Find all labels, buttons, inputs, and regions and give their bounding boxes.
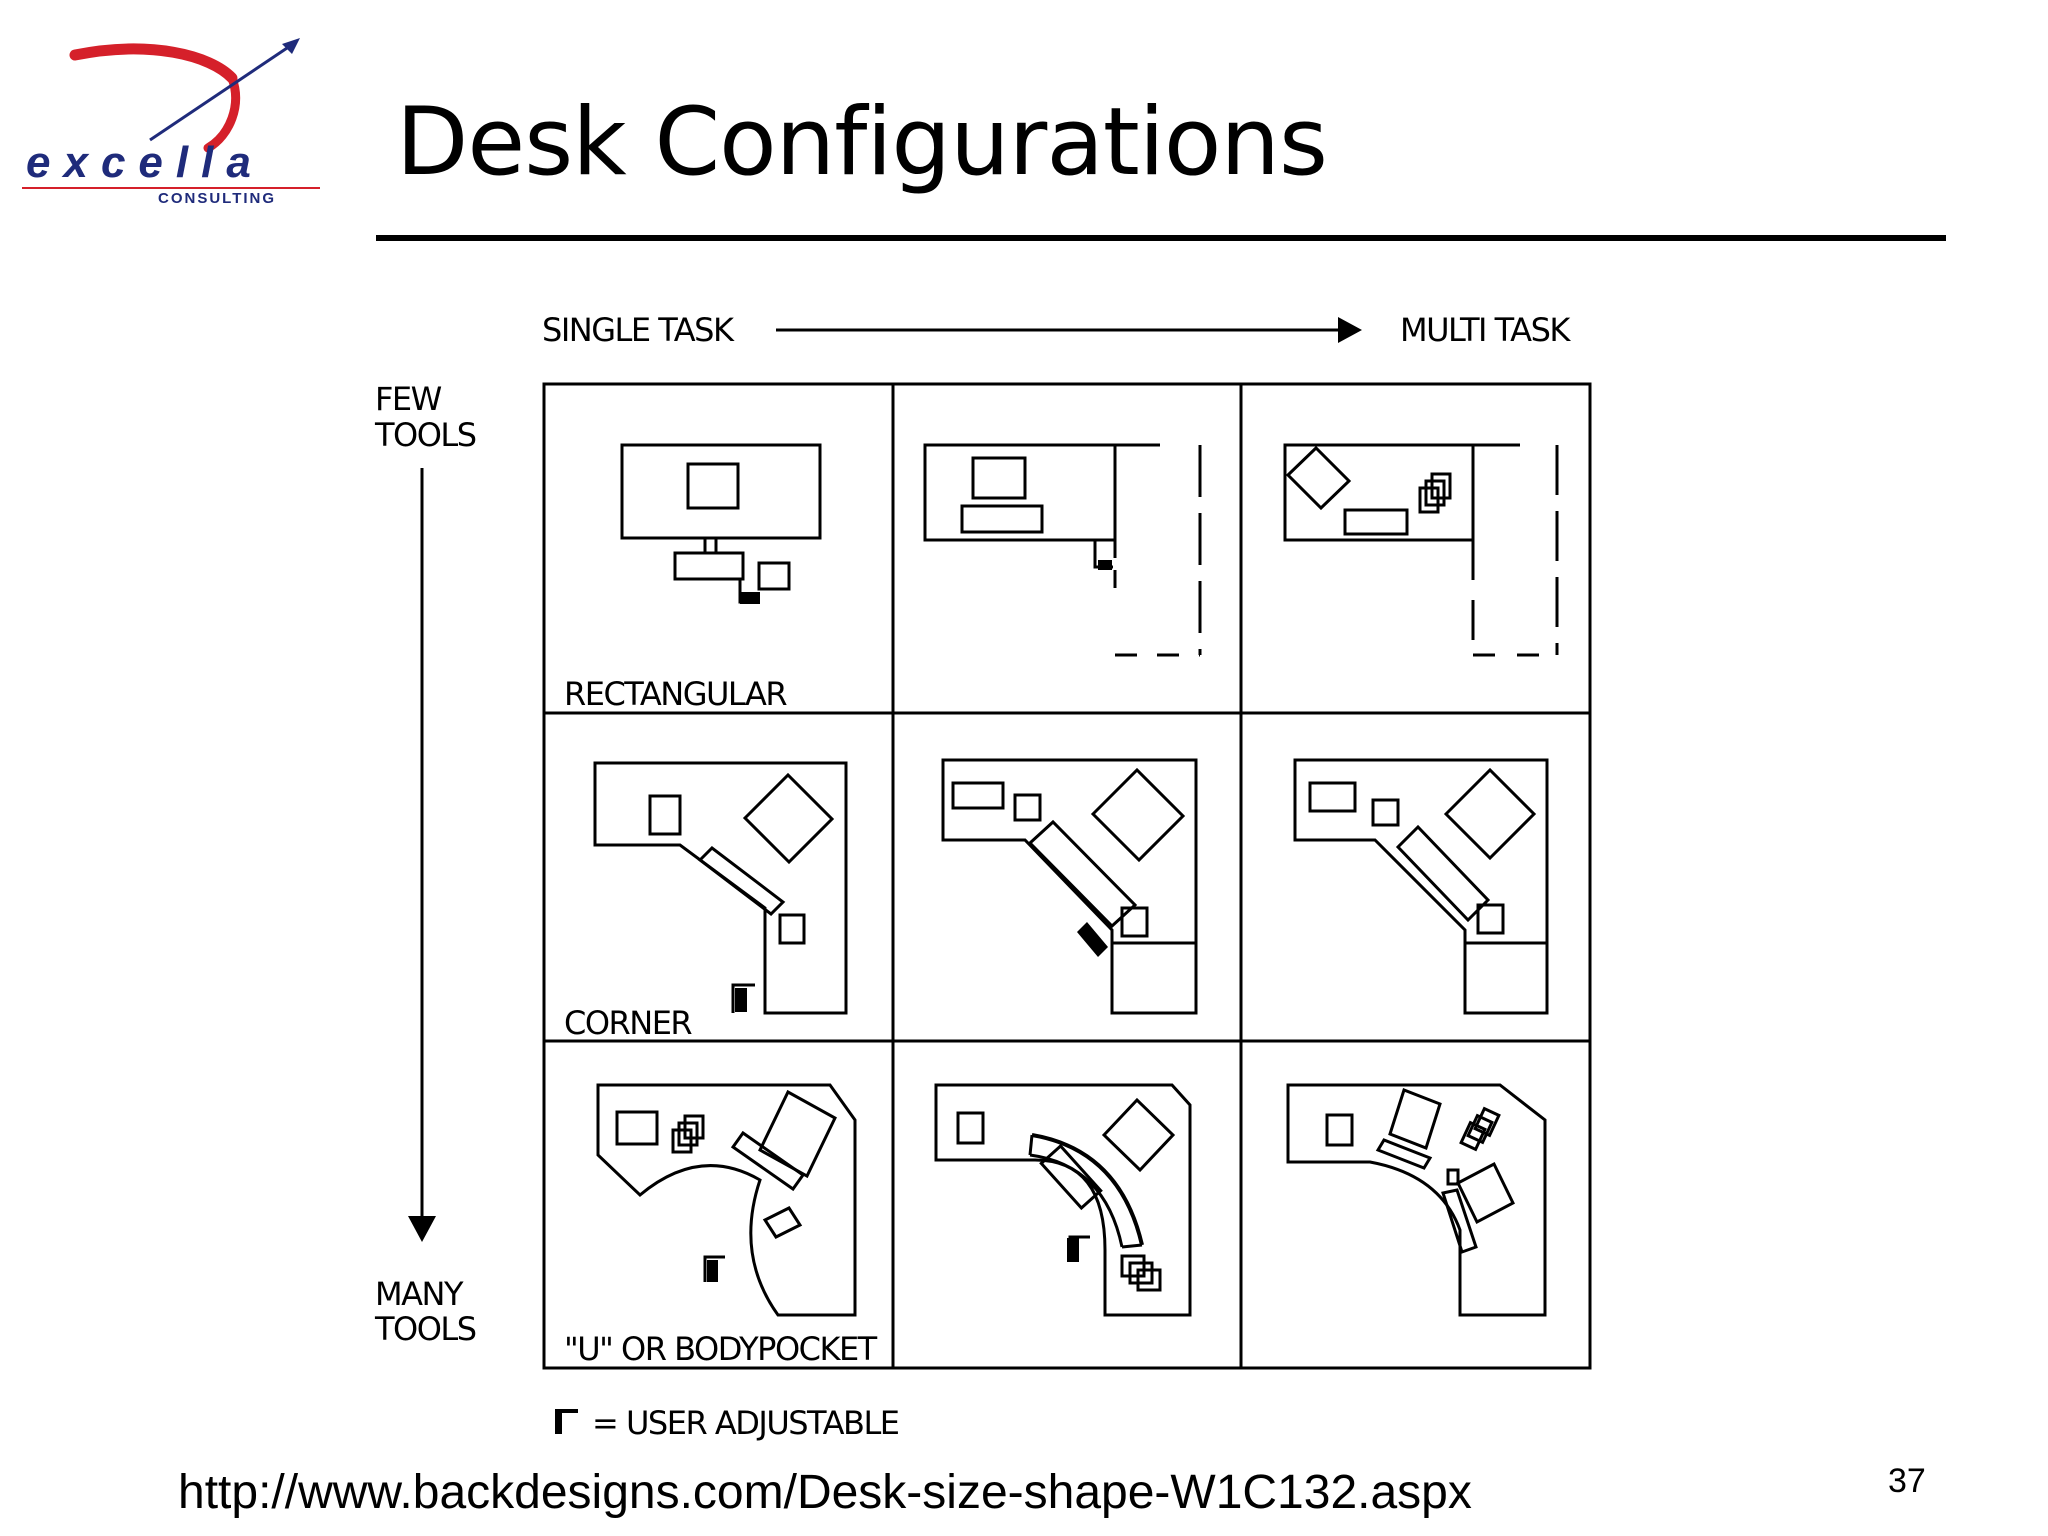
desk-configuration-diagram: SINGLE TASK MULTI TASK FEW TOOLS MANY TO… [374,311,1592,1442]
legend: = USER ADJUSTABLE [555,1404,900,1442]
slide-title: Desk Configurations [396,88,1328,197]
desk-rectangular-single-task [620,443,822,604]
desk-rectangular-with-return [923,443,1202,657]
title-divider [376,235,1946,241]
y-axis-end-label-line1: MANY [375,1275,464,1313]
y-axis-start-label-line1: FEW [375,380,442,418]
row-label-rectangular: RECTANGULAR [564,675,787,713]
desk-curved-multitask [934,1083,1192,1317]
logo-wordmark: excella [26,138,264,187]
y-axis-end-label-line2: TOOLS [374,1310,476,1348]
x-axis-start-label: SINGLE TASK [542,311,735,349]
desk-bodypocket-multitask [1286,1083,1547,1317]
source-url: http://www.backdesigns.com/Desk-size-sha… [178,1466,1472,1519]
y-axis-start-label-line2: TOOLS [374,416,476,454]
x-axis-end-label: MULTI TASK [1400,311,1571,349]
configuration-grid [542,382,1592,1370]
logo-tagline: CONSULTING [158,190,276,207]
desk-bodypocket-single-task [596,1083,857,1317]
desk-corner-single-task [593,761,848,1015]
desk-corner-multitask [941,758,1198,1015]
row-label-u-bodypocket: "U" OR BODYPOCKET [564,1330,878,1368]
desk-rectangular-multitask [1283,443,1559,657]
page-number: 37 [1888,1462,1926,1500]
row-label-corner: CORNER [564,1004,692,1042]
desk-corner-multitask-variant [1293,758,1549,1015]
legend-label: = USER ADJUSTABLE [592,1404,899,1442]
excella-logo: excella CONSULTING [22,38,320,207]
